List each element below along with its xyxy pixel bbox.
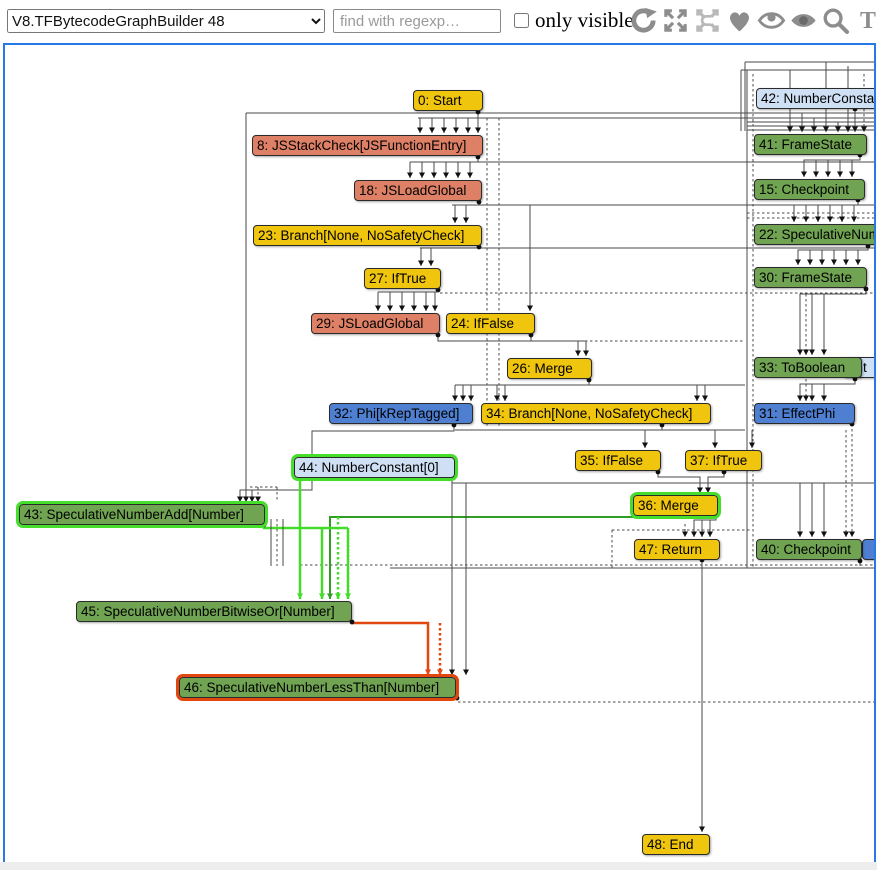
graph-node-40b[interactable] <box>862 539 874 560</box>
toolbar-icons: T <box>629 5 877 36</box>
graph-node-18[interactable]: 18: JSLoadGlobal <box>354 180 482 201</box>
graph-node-41[interactable]: 41: FrameState <box>754 134 867 155</box>
graph-node-24[interactable]: 24: IfFalse <box>446 313 535 334</box>
graph-node-27[interactable]: 27: IfTrue <box>364 268 441 289</box>
phase-select[interactable]: V8.TFBytecodeGraphBuilder 48 <box>7 9 325 33</box>
graph-layer: 0: Start 8: JSStackCheck[JSFunctionEntry]… <box>5 45 874 862</box>
bottom-strip <box>0 862 877 870</box>
graph-edges <box>237 61 874 832</box>
search-input[interactable] <box>333 9 501 33</box>
graph-node-8[interactable]: 8: JSStackCheck[JSFunctionEntry] <box>252 135 483 156</box>
zoom-selection-icon[interactable] <box>821 5 850 36</box>
graph-node-30[interactable]: 30: FrameState <box>754 267 867 288</box>
show-all-icon[interactable] <box>661 5 690 36</box>
only-visible-label: only visible <box>535 8 634 32</box>
graph-node-43[interactable]: 43: SpeculativeNumberAdd[Number] <box>16 501 268 528</box>
graph-node-15[interactable]: 15: Checkpoint <box>754 179 865 200</box>
eye-outline-icon[interactable] <box>757 5 786 36</box>
graph-node-31[interactable]: 31: EffectPhi <box>754 403 855 424</box>
toolbar: V8.TFBytecodeGraphBuilder 48 only visibl… <box>0 0 877 43</box>
graph-node-46[interactable]: 46: SpeculativeNumberLessThan[Number] <box>176 674 459 701</box>
graph-frame: 0: Start 8: JSStackCheck[JSFunctionEntry]… <box>3 43 876 864</box>
graph-node-22[interactable]: 22: SpeculativeNumber <box>754 224 874 245</box>
graph-node-26[interactable]: 26: Merge <box>507 358 592 379</box>
graph-node-32[interactable]: 32: Phi[kRepTagged] <box>329 403 473 424</box>
heart-icon[interactable] <box>725 5 754 36</box>
graph-node-37[interactable]: 37: IfTrue <box>685 450 762 471</box>
only-visible-checkbox[interactable] <box>514 13 529 28</box>
toggle-types-icon[interactable]: T <box>853 5 877 36</box>
graph-node-40[interactable]: 40: Checkpoint <box>756 539 862 560</box>
graph-node-36[interactable]: 36: Merge <box>630 492 721 519</box>
graph-node-29[interactable]: 29: JSLoadGlobal <box>311 313 440 334</box>
graph-node-44[interactable]: 44: NumberConstant[0] <box>291 454 458 481</box>
graph-node-48[interactable]: 48: End <box>642 834 710 855</box>
svg-text:T: T <box>860 8 876 34</box>
graph-node-34[interactable]: 34: Branch[None, NoSafetyCheck] <box>481 403 711 424</box>
graph-node-23[interactable]: 23: Branch[None, NoSafetyCheck] <box>253 225 482 246</box>
graph-node-35[interactable]: 35: IfFalse <box>575 450 661 471</box>
graph-node-33[interactable]: 33: ToBoolean <box>754 357 862 378</box>
eye-filled-icon[interactable] <box>789 5 818 36</box>
graph-node-42[interactable]: 42: NumberConstant <box>756 88 874 109</box>
layout-icon[interactable] <box>629 5 658 36</box>
graph-node-0[interactable]: 0: Start <box>413 90 483 111</box>
uncollapse-all-icon[interactable] <box>693 5 722 36</box>
graph-node-45[interactable]: 45: SpeculativeNumberBitwiseOr[Number] <box>76 601 352 622</box>
graph-node-47[interactable]: 47: Return <box>634 539 720 560</box>
